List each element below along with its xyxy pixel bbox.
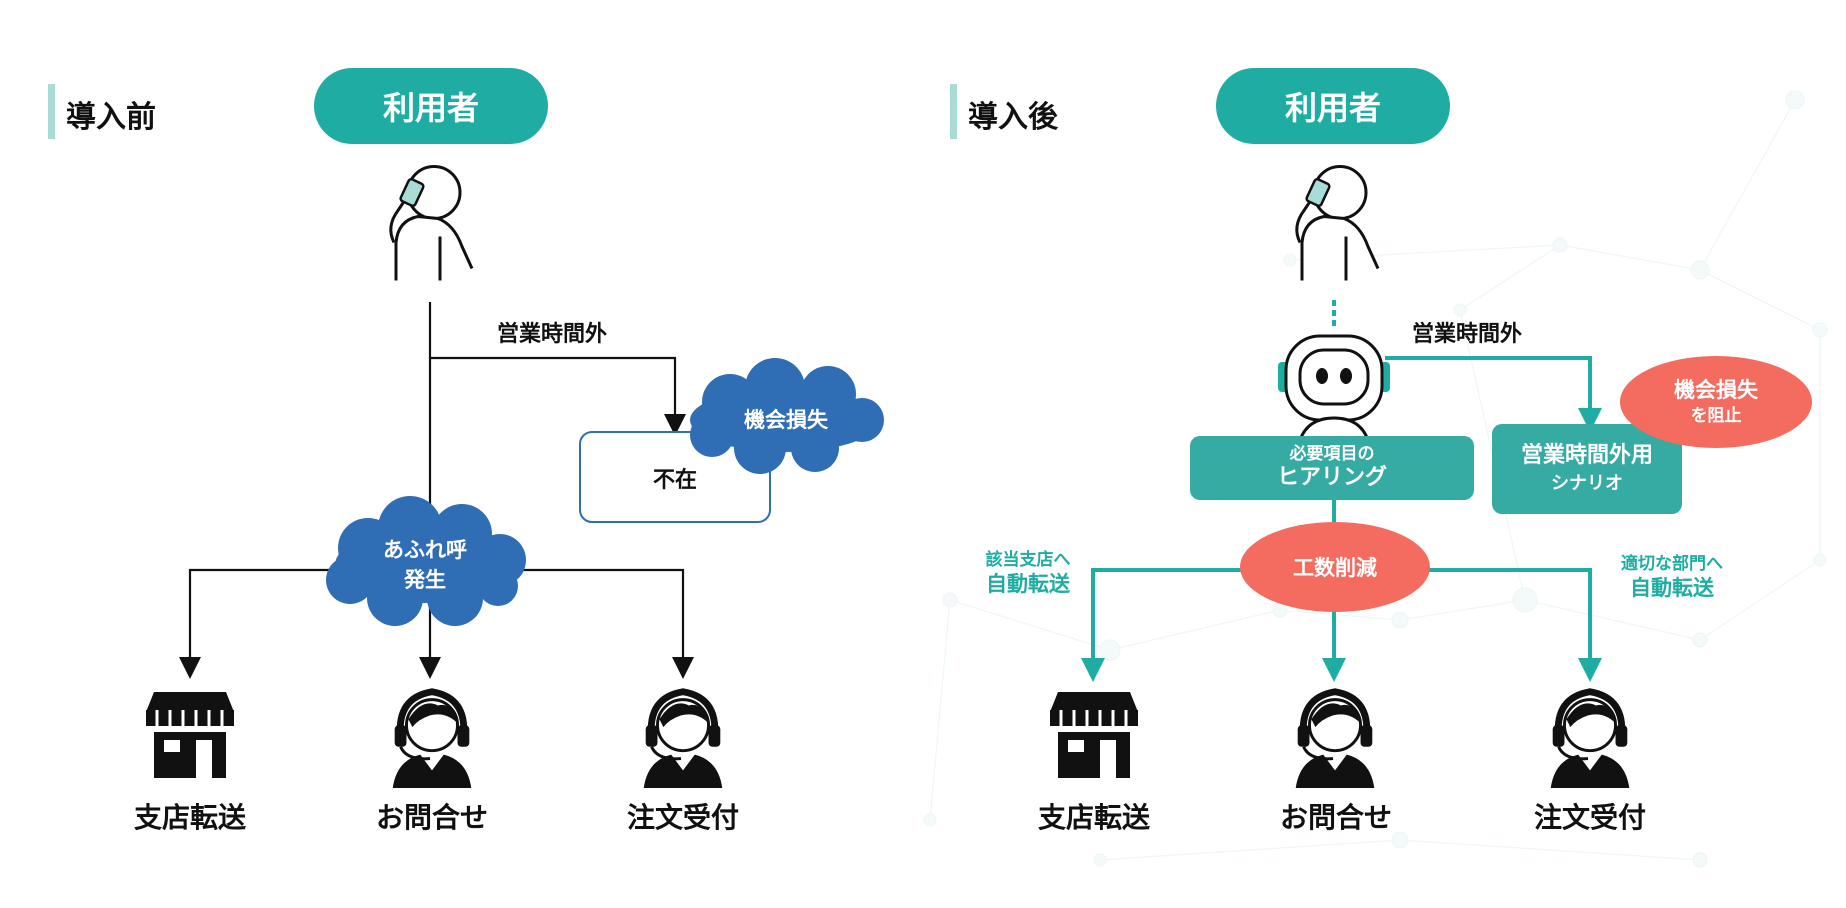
opportunity-loss-cloud-label: 機会損失 (744, 408, 828, 432)
opportunity-loss-cloud (690, 358, 884, 474)
hearing-box: 必要項目の ヒアリング (1190, 436, 1474, 500)
after-user-pill: 利用者 (1216, 68, 1450, 144)
before-destination-order: 注文受付 (626, 801, 740, 834)
before-section-title: 導入前 (66, 100, 156, 135)
overflow-cloud-line2: 発生 (404, 568, 446, 592)
after-operator-icon-2 (1551, 692, 1630, 788)
robot-icon (1278, 334, 1390, 441)
scenario-box-line1: 営業時間外用 (1520, 443, 1653, 468)
before-after-hours-label: 営業時間外 (497, 322, 608, 347)
after-storefront-icon (1048, 690, 1140, 780)
before-storefront-icon (144, 690, 236, 780)
hearing-box-line2: ヒアリング (1276, 465, 1387, 490)
overflow-cloud-line1: あふれ呼 (383, 538, 467, 562)
before-user-pill: 利用者 (314, 68, 548, 144)
after-destination-inquiry: お問合せ (1279, 801, 1393, 834)
scenario-box-line2: シナリオ (1551, 473, 1623, 494)
before-destination-branch-transfer: 支店転送 (133, 801, 247, 834)
hearing-box-line1: 必要項目の (1289, 444, 1375, 464)
right-note-line2: 自動転送 (1630, 576, 1714, 600)
reduce-work-ellipse: 工数削減 (1240, 522, 1430, 612)
absent-box-label: 不在 (652, 468, 698, 493)
prevent-loss-ellipse: 機会損失 を阻止 (1620, 356, 1812, 448)
after-person-on-phone-icon (1295, 164, 1380, 283)
before-accent-bar (48, 84, 55, 139)
scenario-box: 営業時間外用 シナリオ (1492, 424, 1682, 514)
reduce-work-label: 工数削減 (1293, 556, 1377, 580)
before-destination-inquiry: お問合せ (375, 801, 489, 834)
prevent-loss-line1: 機会損失 (1674, 378, 1758, 402)
after-section-title: 導入後 (968, 100, 1058, 135)
left-note-line2: 自動転送 (986, 572, 1070, 596)
network-background (923, 90, 1828, 868)
after-destination-branch-transfer: 支店転送 (1037, 801, 1151, 834)
before-operator-icon-1 (393, 692, 472, 788)
right-note-line1: 適切な部門へ (1621, 554, 1723, 574)
prevent-loss-line2: を阻止 (1690, 406, 1742, 426)
after-after-hours-label: 営業時間外 (1412, 322, 1523, 347)
before-operator-icon-2 (644, 692, 723, 788)
absent-box (579, 431, 771, 523)
after-destination-order: 注文受付 (1533, 801, 1647, 834)
after-operator-icon-1 (1296, 692, 1375, 788)
after-accent-bar (950, 84, 957, 139)
before-person-on-phone-icon (389, 164, 474, 283)
overflow-cloud (326, 496, 526, 626)
left-note-line1: 該当支店へ (985, 550, 1071, 570)
